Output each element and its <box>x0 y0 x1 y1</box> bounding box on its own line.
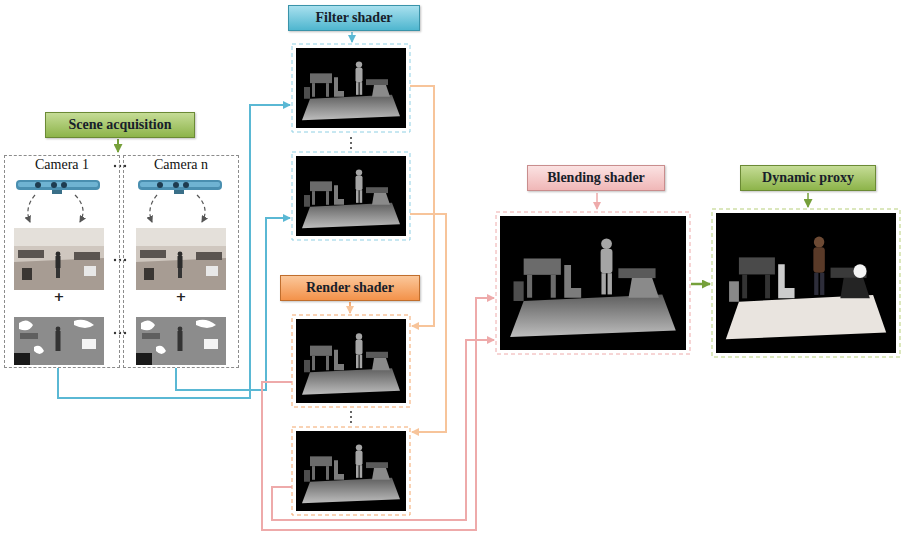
plus-sign: + <box>176 290 187 303</box>
node-label: Scene acquisition <box>68 117 171 133</box>
stage-tag: Render shader <box>280 275 420 301</box>
camera-panel: Camera 1 <box>4 155 120 368</box>
plus-sign: + <box>54 290 65 303</box>
camera-panel: Camera n <box>123 155 239 368</box>
node-label: Camera n <box>124 157 238 173</box>
stage-tag: Blending shader <box>527 165 665 191</box>
node-label: Camera 1 <box>5 157 119 173</box>
stage-tag: Filter shader <box>288 5 420 31</box>
stage-tag: Scene acquisition <box>45 112 195 138</box>
node-label: Dynamic proxy <box>762 170 854 186</box>
stage-tag: Dynamic proxy <box>740 165 876 191</box>
node-label: Blending shader <box>547 170 645 186</box>
node-label: Render shader <box>306 280 394 296</box>
node-label: Filter shader <box>315 10 392 26</box>
